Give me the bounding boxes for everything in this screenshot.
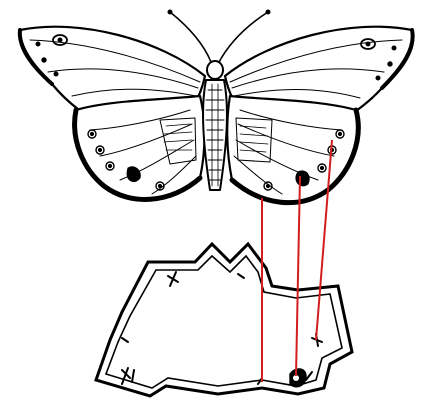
left-antenna-tip (168, 10, 172, 14)
left-antenna (170, 12, 211, 62)
right-antenna-tip (266, 10, 270, 14)
fort-outline (96, 244, 352, 396)
right-hindwing (227, 96, 358, 203)
butterfly-drawing (19, 10, 413, 203)
connector-line-2 (296, 176, 300, 376)
left-hindwing (75, 96, 205, 199)
butterfly-body (203, 61, 227, 190)
